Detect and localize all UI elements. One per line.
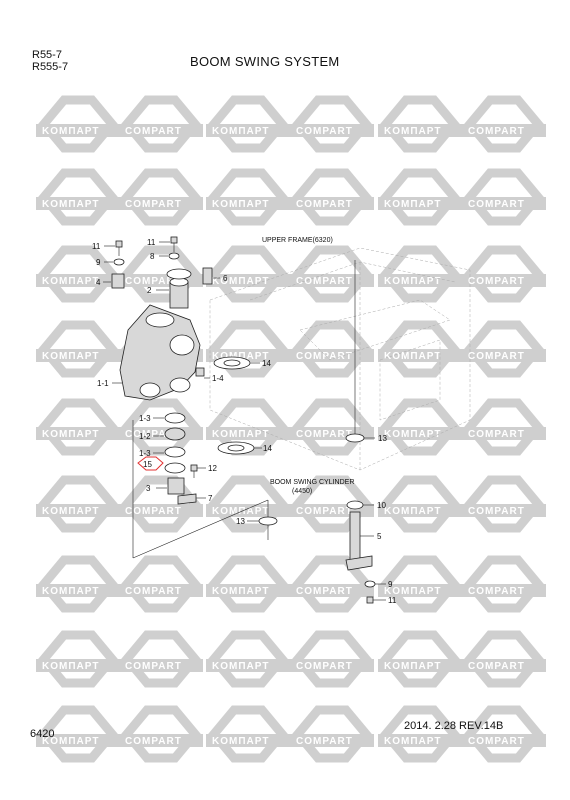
part-number-13: 13 xyxy=(236,517,245,526)
washer-part xyxy=(364,580,376,588)
pin-part xyxy=(166,268,192,309)
plate-part xyxy=(177,493,197,505)
part-number-13: 13 xyxy=(378,434,387,443)
part-number-12: 12 xyxy=(208,464,217,473)
part-number-11: 11 xyxy=(388,596,397,605)
part-number-14: 14 xyxy=(262,359,271,368)
part-number-4: 4 xyxy=(96,278,101,287)
part-number-11: 11 xyxy=(147,238,156,247)
part-number-9: 9 xyxy=(96,258,101,267)
part-number-3: 3 xyxy=(146,484,151,493)
bolt-part xyxy=(366,596,374,604)
revision-date: 2014. 2.28 REV.14B xyxy=(404,720,504,732)
part-number-8: 8 xyxy=(150,252,155,261)
part-number-14: 14 xyxy=(263,444,272,453)
model-code-1: R55-7 xyxy=(32,49,62,61)
part-number-15: 15 xyxy=(143,460,152,469)
page-title: BOOM SWING SYSTEM xyxy=(190,54,340,69)
washer-part xyxy=(113,258,125,266)
part-number-1-3: 1-3 xyxy=(139,449,151,458)
cylinder-callout: BOOM SWING CYLINDER xyxy=(270,479,354,486)
page-code: 6420 xyxy=(30,728,55,740)
part-number-9: 9 xyxy=(388,580,393,589)
cylinder-pin-part xyxy=(345,511,373,571)
bushing-part xyxy=(346,500,364,510)
part-number-7: 7 xyxy=(208,494,213,503)
cylinder-callout-ref: (4450) xyxy=(292,488,312,495)
bolt-part xyxy=(190,464,198,472)
washer-part xyxy=(345,433,365,443)
part-number-1-3: 1-3 xyxy=(139,414,151,423)
swing-bracket xyxy=(119,304,201,401)
guide-line xyxy=(132,499,269,559)
seal-part xyxy=(164,412,186,424)
part-number-1-2: 1-2 xyxy=(139,432,151,441)
part-number-11: 11 xyxy=(92,242,101,251)
grease-fitting-part xyxy=(202,267,213,285)
plug-part xyxy=(195,367,205,377)
part-number-6: 6 xyxy=(223,274,228,283)
highlight-hexagon xyxy=(137,456,164,471)
model-code-2: R555-7 xyxy=(32,61,69,73)
bushing-part xyxy=(164,427,186,441)
bushing-part xyxy=(111,273,125,289)
upper-frame-outline xyxy=(209,247,471,471)
seal-part xyxy=(164,446,186,458)
upper-frame-callout: UPPER FRAME(6320) xyxy=(262,237,333,244)
leader-lines xyxy=(103,241,386,601)
part-number-1-1: 1-1 xyxy=(97,379,109,388)
washer-part xyxy=(168,252,180,260)
part-number-2: 2 xyxy=(147,286,152,295)
pin-part xyxy=(167,477,185,495)
part-number-5: 5 xyxy=(377,532,382,541)
part-number-1-4: 1-4 xyxy=(212,374,224,383)
oring-part xyxy=(164,462,186,474)
bolt-part xyxy=(115,236,178,256)
washer-part xyxy=(258,516,278,526)
part-number-10: 10 xyxy=(377,501,386,510)
